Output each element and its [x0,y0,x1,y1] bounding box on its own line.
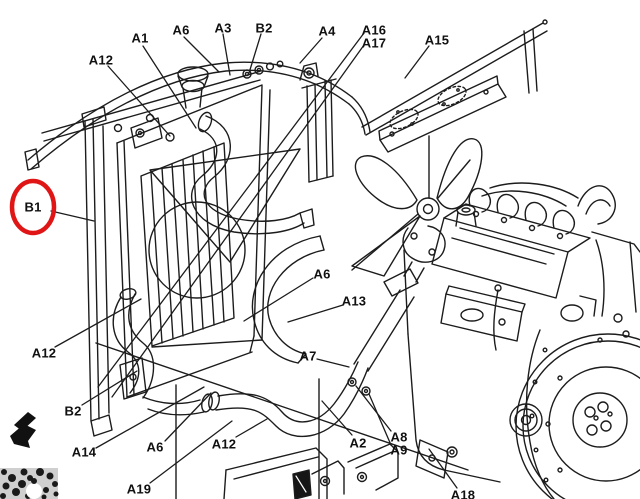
part-label-a12-bottom: A12 [211,436,237,452]
part-label-a18: A18 [450,487,476,499]
part-label-a2: A2 [349,435,367,451]
part-label-a8: A8 [390,429,408,445]
part-label-a6-bottom: A6 [146,439,164,455]
part-label-b1: B1 [24,199,42,215]
part-label-a4: A4 [318,23,336,39]
part-label-a15: A15 [424,32,450,48]
part-label-a19: A19 [126,481,152,497]
engine-group [402,182,640,499]
part-label-a6-top: A6 [172,22,190,38]
part-label-a3: A3 [214,20,232,36]
part-label-a9: A9 [390,442,408,458]
mount-rail-group [361,19,548,153]
part-label-a17: A17 [361,35,387,51]
radiator-group [24,60,469,499]
part-label-a16: A16 [361,22,387,38]
part-label-a6-middle: A6 [313,266,331,282]
part-label-b2-top: B2 [255,20,273,36]
part-label-a1: A1 [131,30,149,46]
part-label-a14: A14 [71,444,97,460]
leader-lines [50,32,458,489]
part-label-b2-bottom: B2 [64,403,82,419]
bottom-brackets-group [223,443,399,499]
b1-highlight-circle [9,178,57,236]
black-arrow-icon [10,412,36,448]
part-label-a7: A7 [299,348,317,364]
photo-fragment [0,468,59,499]
part-label-a12-upper-left: A12 [88,52,114,68]
fan-group [351,135,483,277]
part-label-a13: A13 [341,293,367,309]
part-label-a12-left: A12 [31,345,57,361]
